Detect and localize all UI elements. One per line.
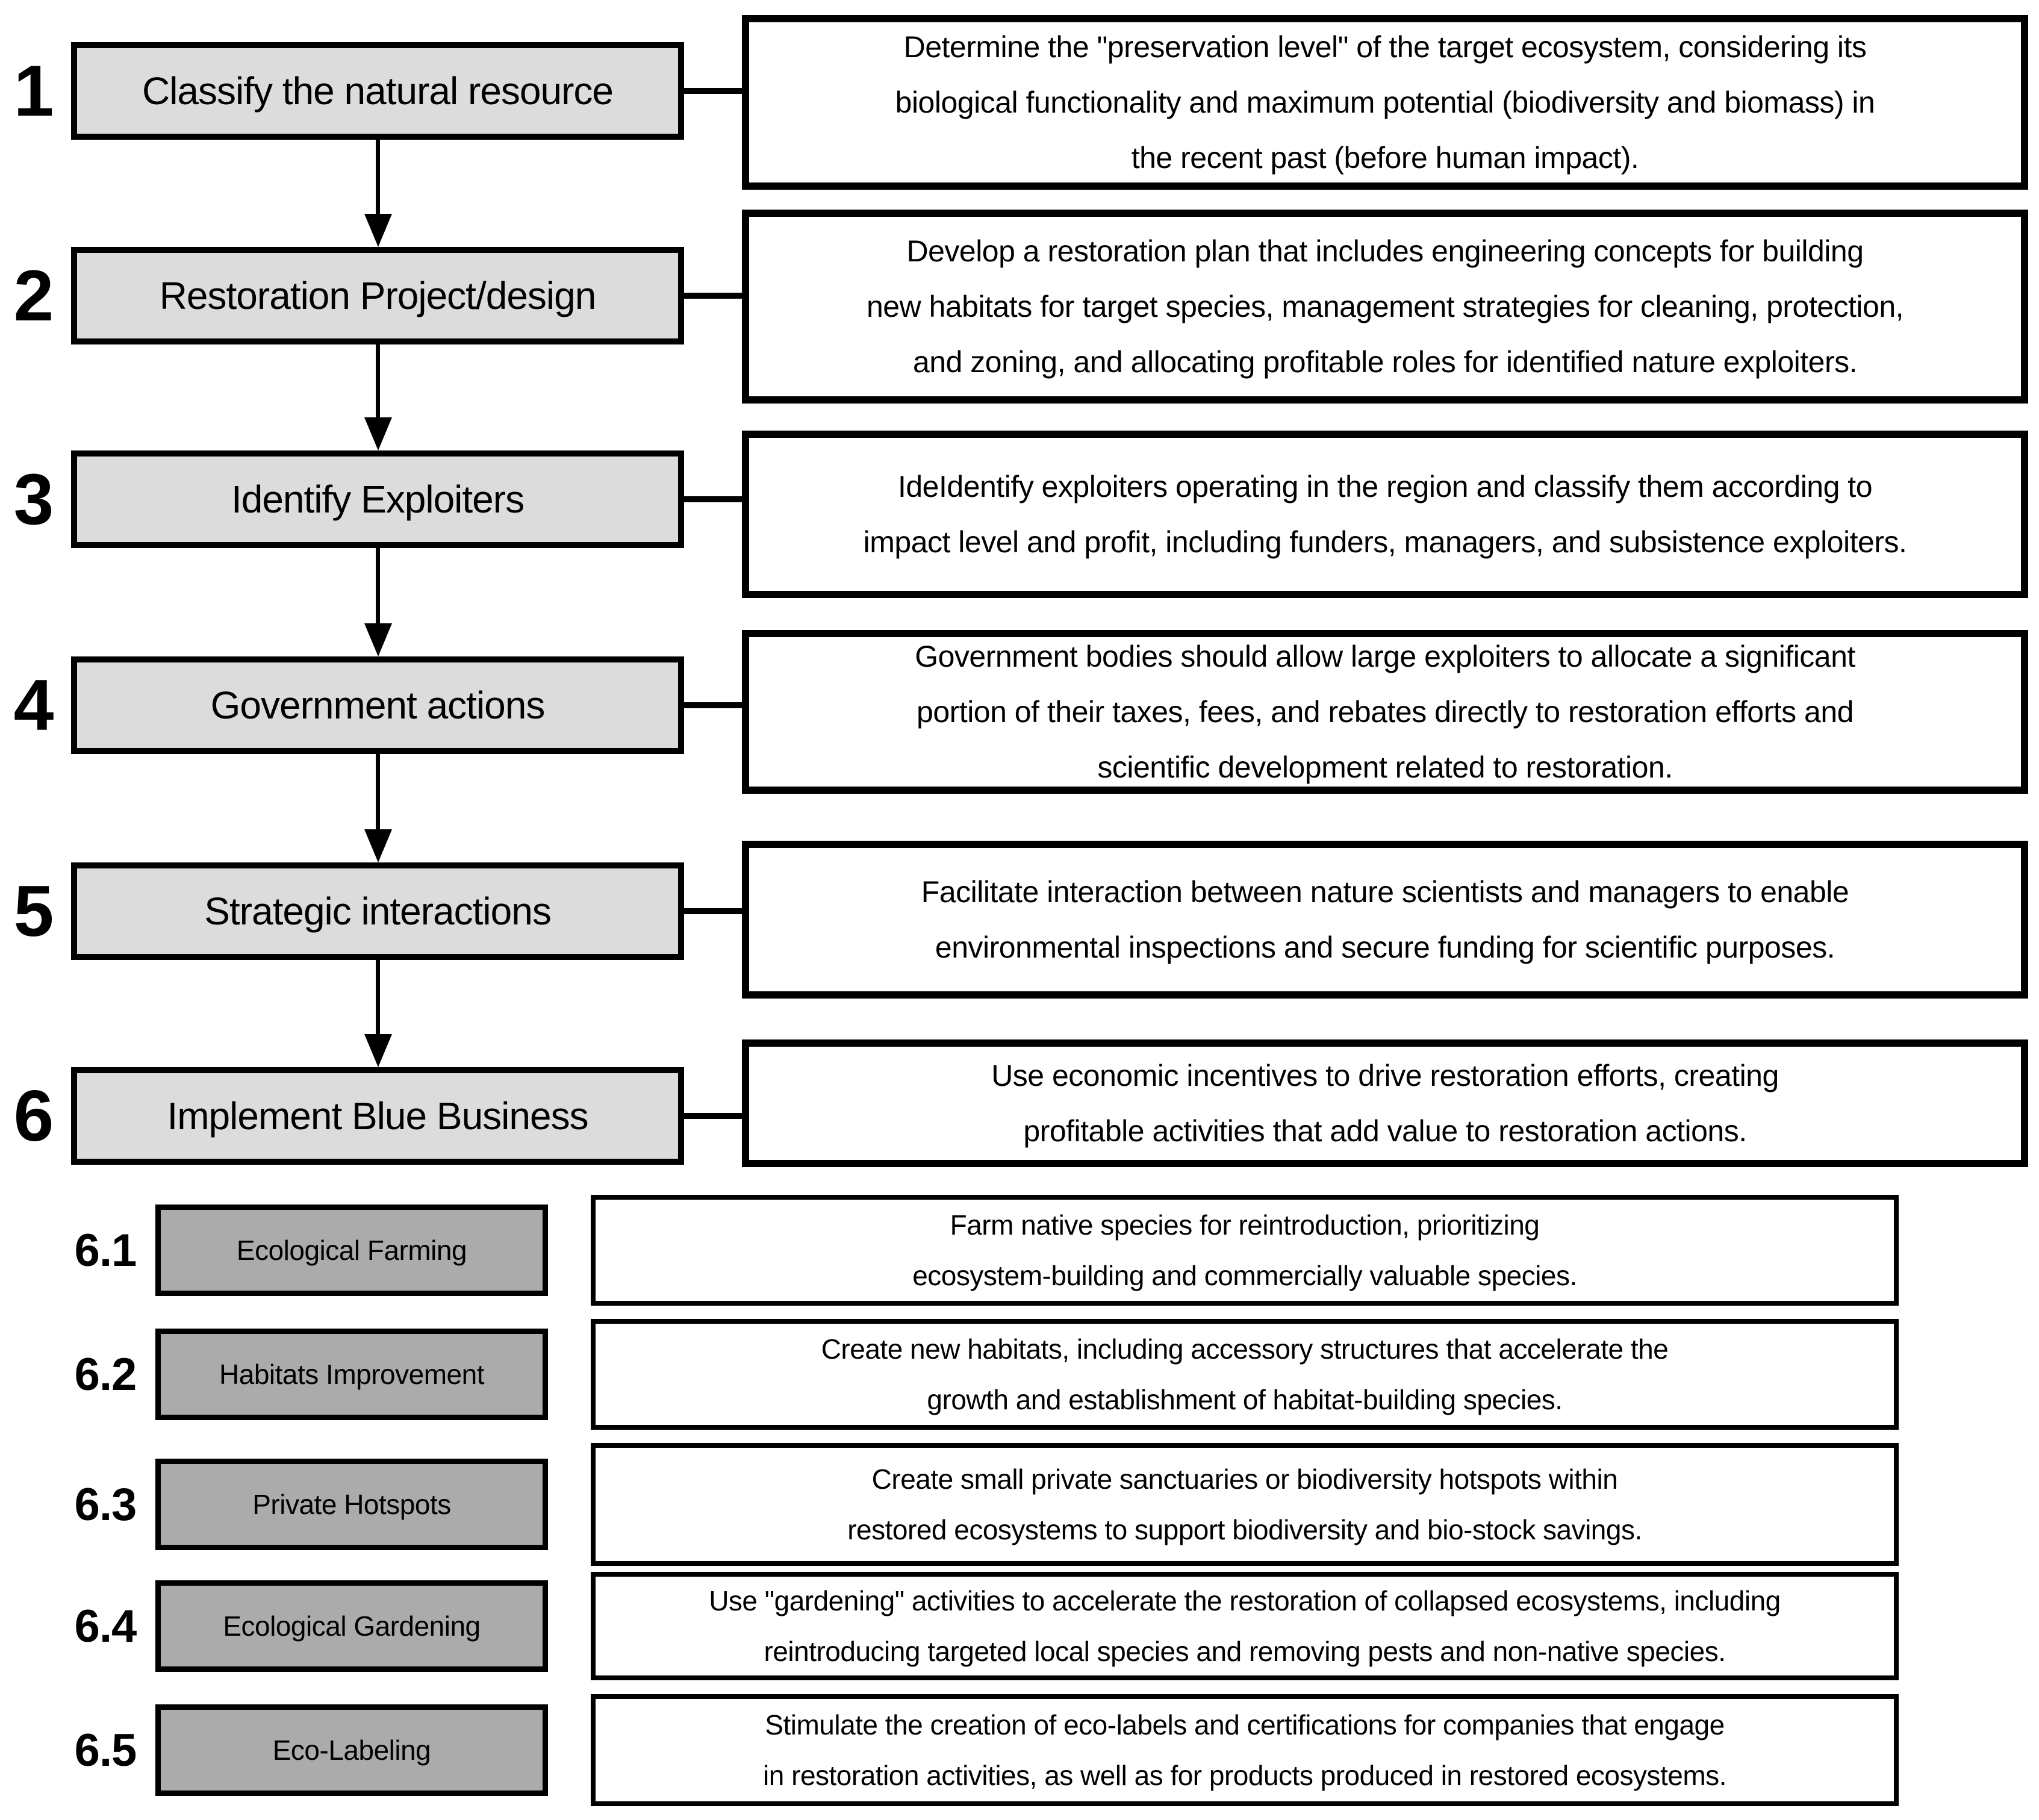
step-6-number: 6 xyxy=(13,1076,54,1156)
down-arrow-shaft-2 xyxy=(376,344,380,417)
down-arrow-head-2 xyxy=(364,417,392,450)
substep-6-1-description-box: Farm native species for reintroduction, … xyxy=(591,1195,1899,1306)
description-line: impact level and profit, including funde… xyxy=(863,525,1907,559)
step-5-connector-line xyxy=(684,908,743,914)
substep-6-1-label: Ecological Farming xyxy=(236,1235,467,1266)
down-arrow-head-5 xyxy=(364,1034,392,1067)
substep-6-2-number: 6.2 xyxy=(74,1348,137,1400)
down-arrow-shaft-4 xyxy=(376,754,380,829)
step-1-number: 1 xyxy=(13,51,54,131)
step-5-label: Strategic interactions xyxy=(204,890,552,933)
step-3-number: 3 xyxy=(13,459,54,540)
step-1-label: Classify the natural resource xyxy=(142,69,614,113)
step-5-box: Strategic interactions xyxy=(71,862,684,960)
description-line: restored ecosystems to support biodivers… xyxy=(847,1514,1642,1545)
step-4-box: Government actions xyxy=(71,656,684,754)
substep-6-1-box: Ecological Farming xyxy=(155,1205,548,1296)
substep-6-3-number: 6.3 xyxy=(74,1479,137,1530)
substep-6-4-label: Ecological Gardening xyxy=(223,1610,481,1642)
step-5-description-box: Facilitate interaction between nature sc… xyxy=(742,841,2028,999)
step-1-box: Classify the natural resource xyxy=(71,42,684,140)
step-4-description-box: Government bodies should allow large exp… xyxy=(742,630,2028,794)
step-6-connector-line xyxy=(684,1113,743,1119)
step-1-description-box: Determine the "preservation level" of th… xyxy=(742,15,2028,190)
description-line: ecosystem-building and commercially valu… xyxy=(912,1260,1577,1291)
step-6-label: Implement Blue Business xyxy=(167,1094,588,1138)
description-line: Facilitate interaction between nature sc… xyxy=(921,875,1849,909)
step-6-box: Implement Blue Business xyxy=(71,1067,684,1165)
step-2-description-box: Develop a restoration plan that includes… xyxy=(742,210,2028,404)
down-arrow-shaft-5 xyxy=(376,960,380,1034)
description-line: environmental inspections and secure fun… xyxy=(935,930,1835,964)
description-line: Government bodies should allow large exp… xyxy=(915,640,1855,673)
description-line: growth and establishment of habitat-buil… xyxy=(927,1384,1563,1415)
description-line: Create small private sanctuaries or biod… xyxy=(871,1463,1618,1495)
description-line: reintroducing targeted local species and… xyxy=(764,1636,1726,1667)
substep-6-1-number: 6.1 xyxy=(74,1224,137,1276)
description-line: portion of their taxes, fees, and rebate… xyxy=(917,695,1854,729)
description-line: new habitats for target species, managem… xyxy=(866,290,1904,323)
substep-6-2-description-box: Create new habitats, including accessory… xyxy=(591,1319,1899,1430)
description-line: profitable activities that add value to … xyxy=(1023,1114,1747,1148)
down-arrow-head-1 xyxy=(364,214,392,247)
substep-6-3-label: Private Hotspots xyxy=(252,1489,451,1520)
description-line: the recent past (before human impact). xyxy=(1131,141,1639,175)
description-line: Create new habitats, including accessory… xyxy=(821,1333,1669,1365)
description-line: and zoning, and allocating profitable ro… xyxy=(912,345,1858,379)
description-line: Determine the "preservation level" of th… xyxy=(903,30,1867,64)
substep-6-2-label: Habitats Improvement xyxy=(219,1359,484,1390)
description-line: IdeIdentify exploiters operating in the … xyxy=(897,470,1873,503)
down-arrow-head-3 xyxy=(364,623,392,656)
step-3-description-box: IdeIdentify exploiters operating in the … xyxy=(742,431,2028,598)
down-arrow-shaft-3 xyxy=(376,548,380,623)
description-line: Develop a restoration plan that includes… xyxy=(906,234,1864,268)
substep-6-4-description-box: Use "gardening" activities to accelerate… xyxy=(591,1572,1899,1680)
step-2-label: Restoration Project/design xyxy=(159,274,597,317)
step-2-box: Restoration Project/design xyxy=(71,247,684,344)
substep-6-4-number: 6.4 xyxy=(74,1600,137,1652)
substep-6-3-description-box: Create small private sanctuaries or biod… xyxy=(591,1443,1899,1566)
down-arrow-shaft-1 xyxy=(376,140,380,214)
description-line: Use economic incentives to drive restora… xyxy=(991,1059,1779,1092)
step-4-label: Government actions xyxy=(210,684,546,727)
step-1-connector-line xyxy=(684,88,743,94)
substep-6-5-box: Eco-Labeling xyxy=(155,1704,548,1796)
substep-6-5-number: 6.5 xyxy=(74,1724,137,1776)
step-4-connector-line xyxy=(684,702,743,708)
substep-6-4-box: Ecological Gardening xyxy=(155,1580,548,1672)
down-arrow-head-4 xyxy=(364,829,392,862)
description-line: in restoration activities, as well as fo… xyxy=(763,1760,1726,1791)
substep-6-2-box: Habitats Improvement xyxy=(155,1329,548,1420)
description-line: Farm native species for reintroduction, … xyxy=(950,1209,1540,1241)
substep-6-5-label: Eco-Labeling xyxy=(272,1734,431,1766)
description-line: biological functionality and maximum pot… xyxy=(895,86,1875,119)
step-3-connector-line xyxy=(684,496,743,502)
description-line: Use "gardening" activities to accelerate… xyxy=(709,1585,1781,1616)
substep-6-3-box: Private Hotspots xyxy=(155,1459,548,1550)
step-3-label: Identify Exploiters xyxy=(231,478,525,521)
step-5-number: 5 xyxy=(13,871,54,952)
step-3-box: Identify Exploiters xyxy=(71,450,684,548)
substep-6-5-description-box: Stimulate the creation of eco-labels and… xyxy=(591,1694,1899,1806)
step-2-connector-line xyxy=(684,293,743,299)
step-6-description-box: Use economic incentives to drive restora… xyxy=(742,1039,2028,1167)
description-line: scientific development related to restor… xyxy=(1097,750,1673,784)
step-2-number: 2 xyxy=(13,255,54,336)
description-line: Stimulate the creation of eco-labels and… xyxy=(765,1709,1725,1741)
step-4-number: 4 xyxy=(13,665,54,746)
